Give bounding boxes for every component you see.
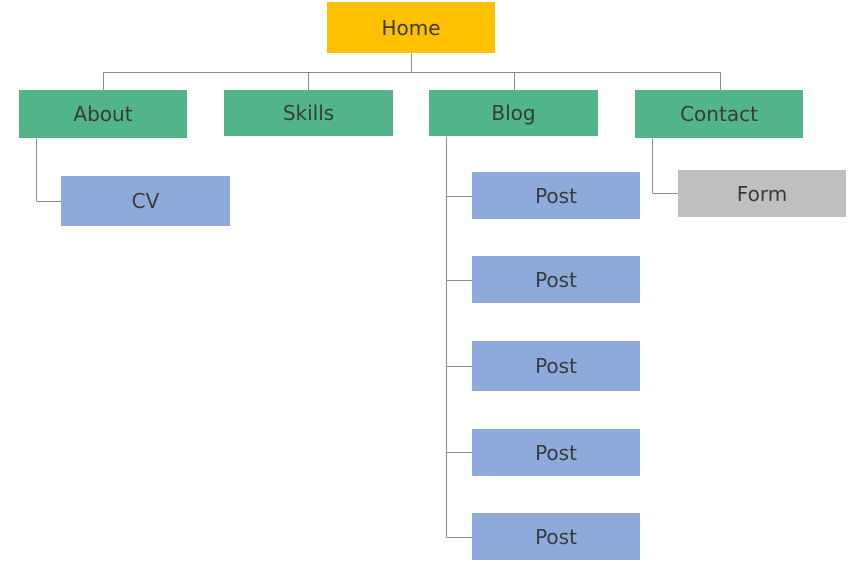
post-label-5: Post <box>535 524 577 549</box>
about-node: About <box>19 90 187 138</box>
cv-label: CV <box>131 189 160 213</box>
form-label: Form <box>736 181 788 206</box>
cv-node: CV <box>61 176 230 226</box>
blog-node: Blog <box>429 90 598 136</box>
post-label-2: Post <box>535 267 577 292</box>
blog-label: Blog <box>491 101 536 125</box>
post-label-1: Post <box>535 183 577 208</box>
post-label-3: Post <box>535 354 577 378</box>
contact-label: Contact <box>680 102 758 126</box>
skills-node: Skills <box>224 90 393 136</box>
post-node-3: Post <box>472 341 640 391</box>
post-node-2: Post <box>472 256 640 303</box>
about-label: About <box>73 102 133 126</box>
post-node-5: Post <box>472 513 640 560</box>
post-node-4: Post <box>472 429 640 476</box>
skills-label: Skills <box>282 101 335 125</box>
home-node: Home <box>327 2 495 53</box>
contact-node: Contact <box>635 90 803 138</box>
home-label: Home <box>381 15 441 40</box>
post-label-4: Post <box>535 440 577 465</box>
post-node-1: Post <box>472 172 640 219</box>
form-node: Form <box>678 170 846 217</box>
